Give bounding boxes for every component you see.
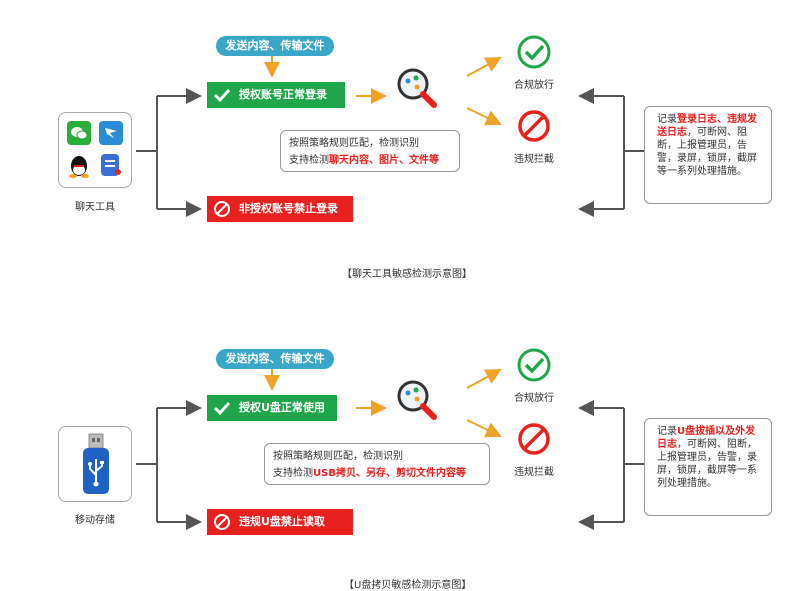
wechat-icon [67,121,91,145]
chat-tools-label: 聊天工具 [75,202,115,213]
tooltip-line2: 支持检测USB拷贝、另存、剪切文件内容等 [273,468,466,479]
magnifier-icon [397,68,437,108]
tooltip-line1: 按照策略规则匹配，检测识别 [289,138,419,149]
block-forbidden-icon [518,423,550,455]
usb-drive-icon [83,433,109,494]
allow-check-icon [517,348,551,382]
forbidden-icon [214,201,230,217]
allow-label: 合规放行 [514,80,554,91]
authorized-usb-label: 授权U盘正常使用 [239,401,325,414]
forbidden-icon [214,514,230,530]
caption-2: 【U盘拷贝敏感检测示意图】 [344,580,472,591]
usb-storage-box [58,426,132,502]
magnifier-icon [397,380,437,420]
detection-tooltip-2: 按照策略规则匹配，检测识别 支持检测USB拷贝、另存、剪切文件内容等 [264,443,490,485]
tooltip-line2: 支持检测聊天内容、图片、文件等 [289,155,439,166]
block-label: 违规拦截 [514,154,554,165]
unauthorized-usb-bar: 违规U盘禁止读取 [207,509,353,535]
check-icon [213,88,231,103]
block-forbidden-icon [518,110,550,142]
allow-label-2: 合规放行 [514,393,554,404]
record-red-text: 登录日志、违规发送日志 [657,114,757,138]
send-content-pill-2: 发送内容、传输文件 [216,349,334,369]
tooltip-line1: 按照策略规则匹配，检测识别 [273,451,403,462]
record-box-2: 记录U盘拔插以及外发日志，可断网、阻断，上报管理员，告警，录屏，锁屏，截屏等一系… [644,418,772,516]
record-red-text: U盘拔插以及外发日志 [657,426,756,450]
caption-1: 【聊天工具敏感检测示意图】 [342,269,472,280]
unauthorized-login-bar: 非授权账号禁止登录 [207,196,353,222]
dingtalk-icon [99,121,123,145]
allow-check-icon [517,35,551,69]
qq-icon [69,156,89,178]
authorized-login-label: 授权账号正常登录 [239,88,327,101]
detection-tooltip: 按照策略规则匹配，检测识别 支持检测聊天内容、图片、文件等 [280,130,460,172]
usb-storage-label: 移动存储 [75,515,115,526]
record-box: 记录登录日志、违规发送日志，可断网、阻断，上报管理员，告警，录屏，锁屏，截屏等一… [644,106,772,204]
authorized-login-bar: 授权账号正常登录 [207,82,345,108]
check-icon [213,401,231,416]
send-content-pill: 发送内容、传输文件 [216,36,334,56]
block-label-2: 违规拦截 [514,467,554,478]
authorized-usb-bar: 授权U盘正常使用 [207,395,337,421]
doc-app-icon [101,154,121,176]
unauthorized-usb-label: 违规U盘禁止读取 [239,515,325,528]
unauthorized-login-label: 非授权账号禁止登录 [239,202,338,215]
chat-tools-box [58,112,132,188]
